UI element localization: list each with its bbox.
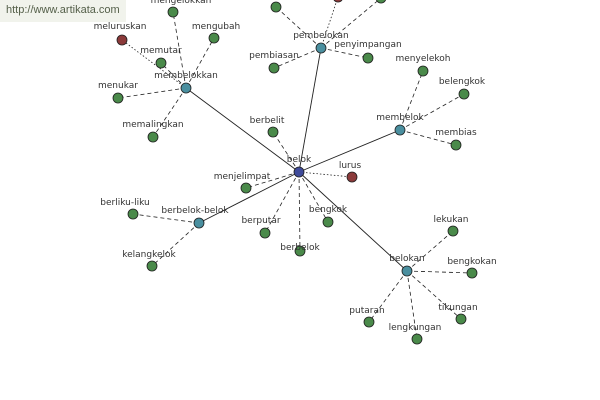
node-bengkok[interactable] xyxy=(322,216,334,228)
node-putaran[interactable] xyxy=(363,316,375,328)
node-label-lurus[interactable]: lurus xyxy=(339,161,362,171)
node-lengkungan[interactable] xyxy=(411,333,423,345)
edge-membelokkan-mengubah xyxy=(185,37,215,89)
node-tikungan[interactable] xyxy=(455,313,467,325)
edge-belok-pembelokan xyxy=(298,47,322,173)
node-belengkok[interactable] xyxy=(458,88,470,100)
node-berbelit[interactable] xyxy=(267,126,279,138)
edge-belokan-putaran xyxy=(368,270,408,323)
edge-pembelokan-pembiasan xyxy=(273,47,322,69)
node-label-menyelekoh[interactable]: menyelekoh xyxy=(395,54,450,64)
node-penyimpangan[interactable] xyxy=(362,52,374,64)
node-label-berbelit[interactable]: berbelit xyxy=(250,116,285,126)
node-label-menjelimpat[interactable]: menjelimpat xyxy=(214,172,271,182)
edge-pembelokan-penyimpangan xyxy=(320,47,369,59)
node-label-belok[interactable]: belok xyxy=(287,155,312,165)
node-label-berbelok[interactable]: berbelok xyxy=(280,243,320,253)
node-label-pembiasan[interactable]: pembiasan xyxy=(249,51,299,61)
node-label-belokan[interactable]: belokan xyxy=(389,254,425,264)
edge-membelokkan-mengelokkan xyxy=(172,11,187,89)
edge-belok-lurus xyxy=(298,171,353,178)
node-label-mengelokkan[interactable]: mengelokkan xyxy=(151,0,212,6)
node-label-belengkok[interactable]: belengkok xyxy=(439,77,486,87)
node-lekukan[interactable] xyxy=(447,225,459,237)
node-pembiasan[interactable] xyxy=(268,62,280,74)
graph-nodes xyxy=(112,0,478,345)
node-label-bengkok[interactable]: bengkok xyxy=(309,205,348,215)
node-label-berliku-liku[interactable]: berliku-liku xyxy=(100,198,149,208)
edge-belok-menjelimpat xyxy=(245,171,300,189)
node-menukar[interactable] xyxy=(112,92,124,104)
node-label-pembelokan[interactable]: pembelokan xyxy=(293,31,349,41)
node-bengkokan[interactable] xyxy=(466,267,478,279)
edge-membelokkan-memutar xyxy=(160,62,187,89)
node-label-tikungan[interactable]: tikungan xyxy=(438,303,477,313)
node-label-lekukan[interactable]: lekukan xyxy=(434,215,469,225)
edge-membelokkan-menukar xyxy=(117,87,187,99)
edge-belok-berbelok-belok xyxy=(198,171,300,224)
node-label-kelangkelok[interactable]: kelangkelok xyxy=(122,250,176,260)
node-membelok[interactable] xyxy=(394,124,406,136)
node-belok[interactable] xyxy=(293,166,305,178)
node-label-putaran[interactable]: putaran xyxy=(349,306,384,316)
node-memalingkan[interactable] xyxy=(147,131,159,143)
node-label-membias[interactable]: membias xyxy=(435,128,477,138)
node-p-top3[interactable] xyxy=(375,0,387,4)
site-watermark[interactable]: http://www.artikata.com xyxy=(0,0,126,22)
graph-edges xyxy=(117,0,473,340)
edge-membelokkan-memalingkan xyxy=(152,87,187,138)
node-berliku-liku[interactable] xyxy=(127,208,139,220)
node-memutar[interactable] xyxy=(155,57,167,69)
node-label-lengkungan[interactable]: lengkungan xyxy=(389,323,442,333)
node-menyelekoh[interactable] xyxy=(417,65,429,77)
node-membelokkan[interactable] xyxy=(180,82,192,94)
node-label-memutar[interactable]: memutar xyxy=(140,46,182,56)
edge-pembelokan-p-top1 xyxy=(275,6,322,49)
node-menjelimpat[interactable] xyxy=(240,182,252,194)
node-p-top1[interactable] xyxy=(270,1,282,13)
node-label-membelok[interactable]: membelok xyxy=(376,113,424,123)
node-belokan[interactable] xyxy=(401,265,413,277)
node-label-memalingkan[interactable]: memalingkan xyxy=(122,120,183,130)
node-label-bengkokan[interactable]: bengkokan xyxy=(447,257,496,267)
node-membias[interactable] xyxy=(450,139,462,151)
node-berbelok-belok[interactable] xyxy=(193,217,205,229)
node-mengelokkan[interactable] xyxy=(167,6,179,18)
edge-belok-berbelok xyxy=(298,171,301,252)
node-berbelok[interactable] xyxy=(294,245,306,257)
edge-belok-belokan xyxy=(298,171,408,272)
edge-belokan-lekukan xyxy=(406,230,454,272)
edge-belokan-tikungan xyxy=(406,270,462,320)
node-label-mengubah[interactable]: mengubah xyxy=(192,22,240,32)
edge-belok-bengkok xyxy=(298,171,329,223)
edge-belok-berputar xyxy=(264,171,300,234)
node-label-menukar[interactable]: menukar xyxy=(98,81,138,91)
node-pembelokan[interactable] xyxy=(315,42,327,54)
edge-belok-membelokkan xyxy=(185,87,300,173)
node-lurus[interactable] xyxy=(346,171,358,183)
node-label-berputar[interactable]: berputar xyxy=(241,216,280,226)
node-label-penyimpangan[interactable]: penyimpangan xyxy=(334,40,401,50)
edge-belok-membelok xyxy=(298,129,401,173)
node-p-top2[interactable] xyxy=(333,0,343,3)
node-kelangkelok[interactable] xyxy=(146,260,158,272)
edge-membelok-belengkok xyxy=(399,93,465,131)
node-label-membelokkan[interactable]: membelokkan xyxy=(154,71,218,81)
graph-labels: belok membelokkan pembelokan membelok berbel… xyxy=(94,0,497,333)
node-label-meluruskan[interactable]: meluruskan xyxy=(94,22,147,32)
edge-membelok-menyelekoh xyxy=(399,70,424,131)
node-label-berbelok-belok[interactable]: berbelok-belok xyxy=(161,206,229,216)
node-berputar[interactable] xyxy=(259,227,271,239)
edge-membelokkan-meluruskan xyxy=(121,39,187,89)
edge-membelok-membias xyxy=(399,129,457,146)
node-mengubah[interactable] xyxy=(208,32,220,44)
edge-belok-berbelit xyxy=(272,131,300,173)
edge-pembelokan-p-top3 xyxy=(320,0,380,49)
edge-belokan-lengkungan xyxy=(406,270,418,340)
node-meluruskan[interactable] xyxy=(116,34,128,46)
edge-belokan-bengkokan xyxy=(406,270,473,274)
edge-berbelok-belok-kelangkelok xyxy=(151,222,200,267)
